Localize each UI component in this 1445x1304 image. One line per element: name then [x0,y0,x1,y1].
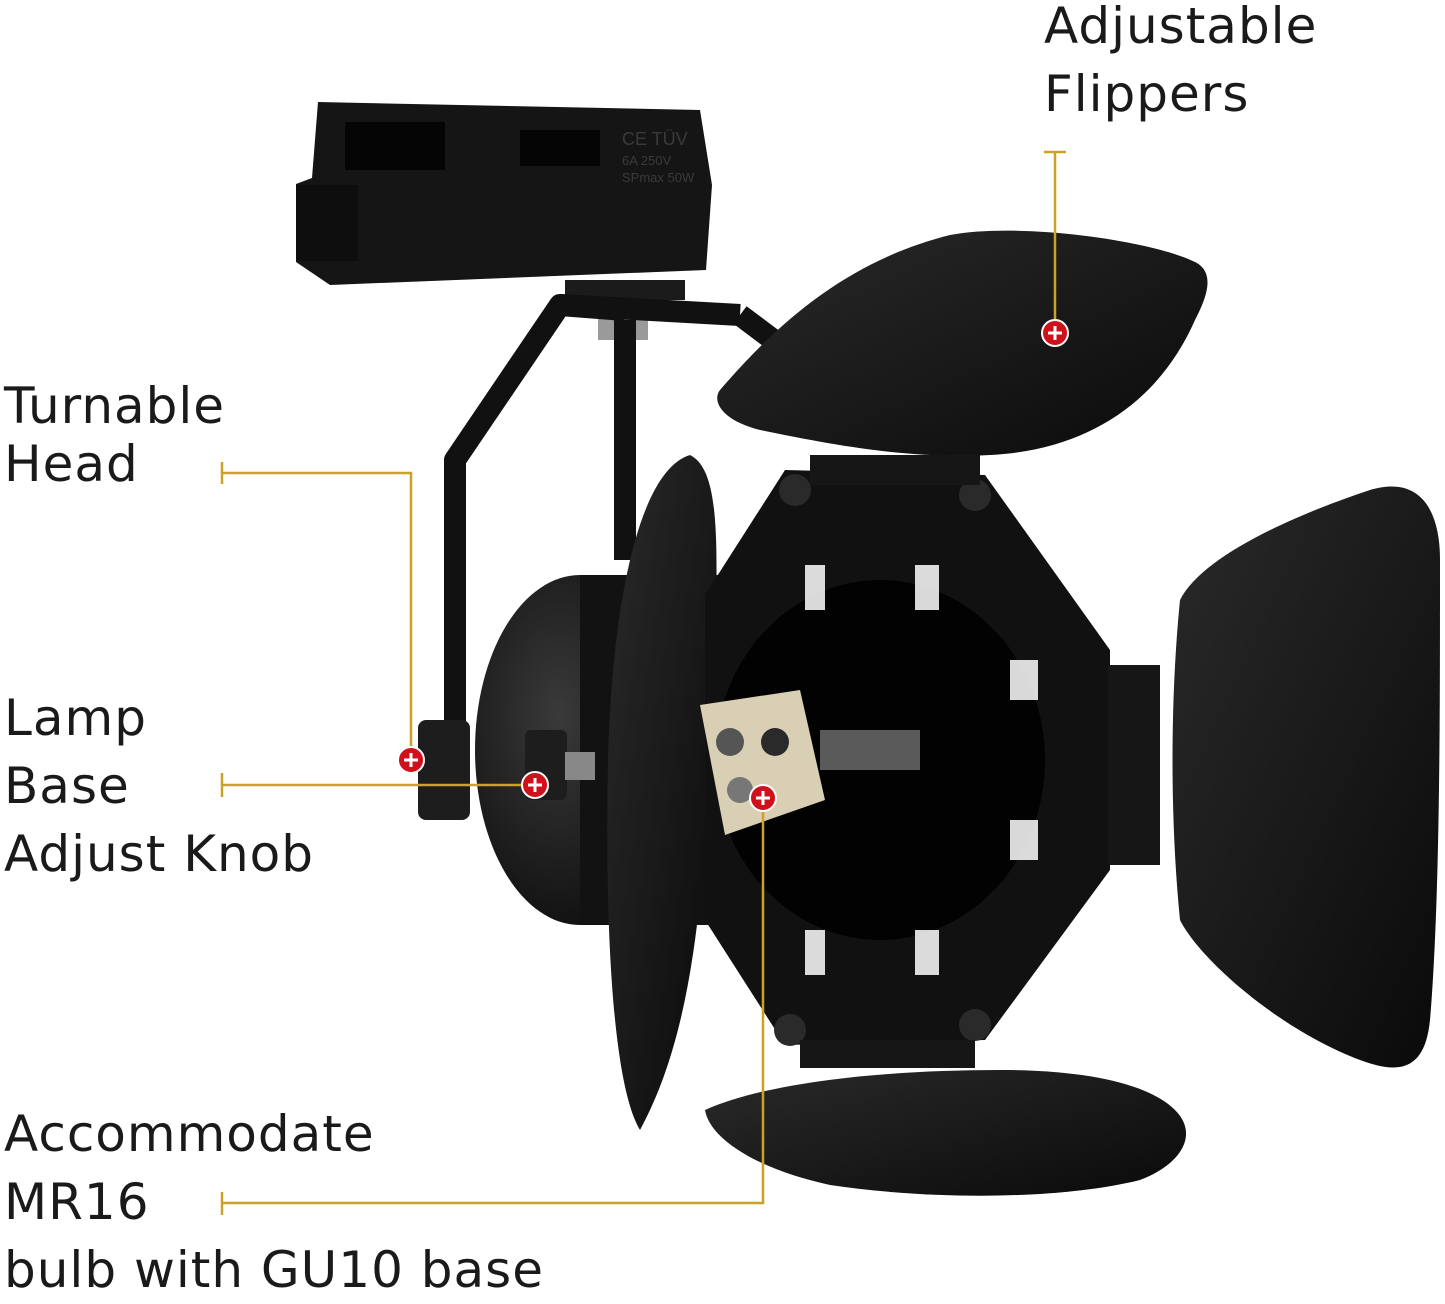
top-flipper-hinge [810,455,980,485]
label-lamp-base-adjust-knob: Lamp Base Adjust Knob [4,684,314,888]
leader-head [220,462,413,760]
label-head-line2: Head [4,435,139,493]
adapter-print-3: SPmax 50W [622,170,695,185]
track-adapter: CE TÜV 6A 250V SPmax 50W [296,102,712,340]
marker-head [397,746,425,774]
marker-bulb [749,784,777,812]
label-bulb-line1: Accommodate [4,1105,375,1163]
right-flipper-hinge [1108,665,1160,865]
leader-bulb [220,798,765,1215]
right-flipper [1172,486,1440,1068]
label-bulb-line3: bulb with GU10 base [4,1241,544,1299]
adapter-print-2: 6A 250V [622,153,671,168]
label-knob-line2: Base [4,757,130,815]
top-flipper [717,230,1208,456]
label-head-line1: Turnable [4,377,226,435]
knobs [418,720,595,820]
label-knob-line3: Adjust Knob [4,825,314,883]
leader-knob [220,773,535,797]
marker-knob [521,771,549,799]
marker-flippers [1041,319,1069,347]
label-bulb-line2: MR16 [4,1173,150,1231]
bottom-flipper [705,1070,1187,1196]
adapter-print-1: CE TÜV [622,129,688,149]
left-flipper [607,455,717,1130]
label-accommodate-bulb: Accommodate MR16 bulb with GU10 base [4,1100,544,1304]
label-flippers-line2: Flippers [1044,65,1250,123]
leader-flippers [1044,150,1066,333]
label-flippers-line1: Adjustable [1044,0,1318,55]
callout-markers [397,319,1069,812]
label-turnable-head: Turnable Head [4,377,225,493]
bottom-flipper-hinge [800,1040,975,1068]
leader-lines [220,150,1066,1215]
label-knob-line1: Lamp [4,689,147,747]
gu10-socket [700,690,920,835]
label-adjustable-flippers: Adjustable Flippers [1044,0,1317,128]
